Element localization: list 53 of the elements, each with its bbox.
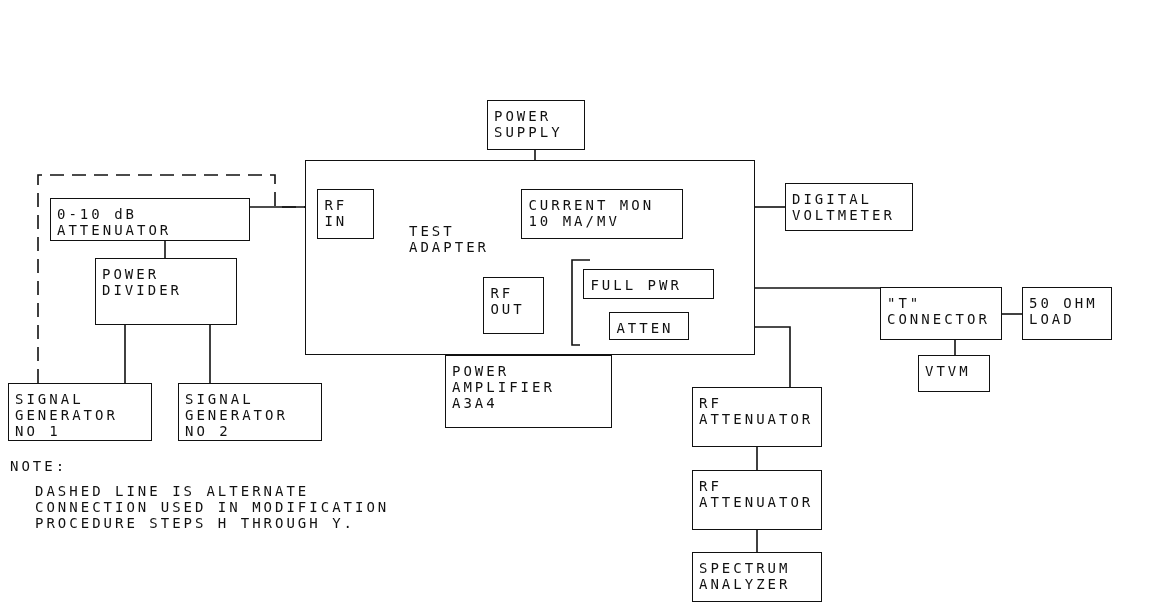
connection-line bbox=[754, 326, 791, 388]
block-box bbox=[178, 383, 322, 441]
block-label: SIGNAL GENERATOR NO 1 bbox=[15, 391, 119, 439]
test-adapter-panel bbox=[305, 160, 755, 355]
block-box bbox=[487, 100, 585, 150]
connection-line bbox=[1001, 313, 1023, 315]
block-label: 50 OHM LOAD bbox=[1029, 295, 1099, 327]
block-box bbox=[880, 287, 1002, 340]
connection-line bbox=[754, 206, 786, 208]
block-label: TEST ADAPTER bbox=[409, 223, 490, 255]
connection-line bbox=[164, 240, 166, 259]
block-label: FULL PWR bbox=[590, 277, 683, 294]
connection-line bbox=[124, 324, 126, 384]
block-label: DIGITAL VOLTMETER bbox=[792, 191, 896, 223]
connection-line bbox=[534, 149, 536, 161]
block-box bbox=[918, 355, 990, 392]
connection-line bbox=[954, 339, 956, 356]
block-box bbox=[785, 183, 913, 231]
block-box bbox=[609, 312, 690, 341]
block-label: RF ATTENUATOR bbox=[699, 478, 815, 510]
block-label: "T" CONNECTOR bbox=[887, 295, 991, 327]
block-box bbox=[95, 258, 237, 325]
block-label: RF ATTENUATOR bbox=[699, 395, 815, 427]
block-label: POWER AMPLIFIER A3A4 bbox=[452, 363, 556, 411]
connection-line bbox=[754, 287, 881, 289]
block-box bbox=[583, 269, 715, 300]
block-label: CURRENT MON 10 MA/MV bbox=[528, 197, 656, 230]
block-label: VTVM bbox=[925, 363, 972, 379]
block-label: POWER DIVIDER bbox=[102, 266, 183, 298]
block-box bbox=[8, 383, 152, 441]
block-box bbox=[692, 552, 822, 602]
connection-line bbox=[249, 206, 306, 208]
block-label: 0-10 dB ATTENUATOR bbox=[57, 206, 173, 238]
block-box bbox=[483, 277, 545, 335]
block-label: RF IN bbox=[324, 197, 349, 230]
block-box bbox=[521, 189, 684, 240]
block-label: SIGNAL GENERATOR NO 2 bbox=[185, 391, 289, 439]
block-box bbox=[692, 387, 822, 447]
dashed-connection-line bbox=[37, 174, 306, 384]
note-text: DASHED LINE IS ALTERNATE CONNECTION USED IN MODIFICATION PROCEDURE STEPS H THROUGH Y. bbox=[35, 483, 391, 531]
block-label: ATTEN bbox=[616, 320, 675, 337]
block-box bbox=[50, 198, 250, 241]
block-box bbox=[692, 470, 822, 530]
block-box bbox=[445, 355, 612, 428]
connection-line bbox=[756, 529, 758, 553]
note-heading: NOTE: bbox=[10, 458, 69, 474]
connection-line bbox=[209, 324, 211, 384]
connection-line bbox=[756, 446, 758, 471]
block-box bbox=[1022, 287, 1112, 340]
block-label: SPECTRUM ANALYZER bbox=[699, 560, 792, 592]
block-label: RF OUT bbox=[490, 285, 526, 318]
block-box bbox=[317, 189, 375, 240]
block-label: POWER SUPPLY bbox=[494, 108, 564, 140]
